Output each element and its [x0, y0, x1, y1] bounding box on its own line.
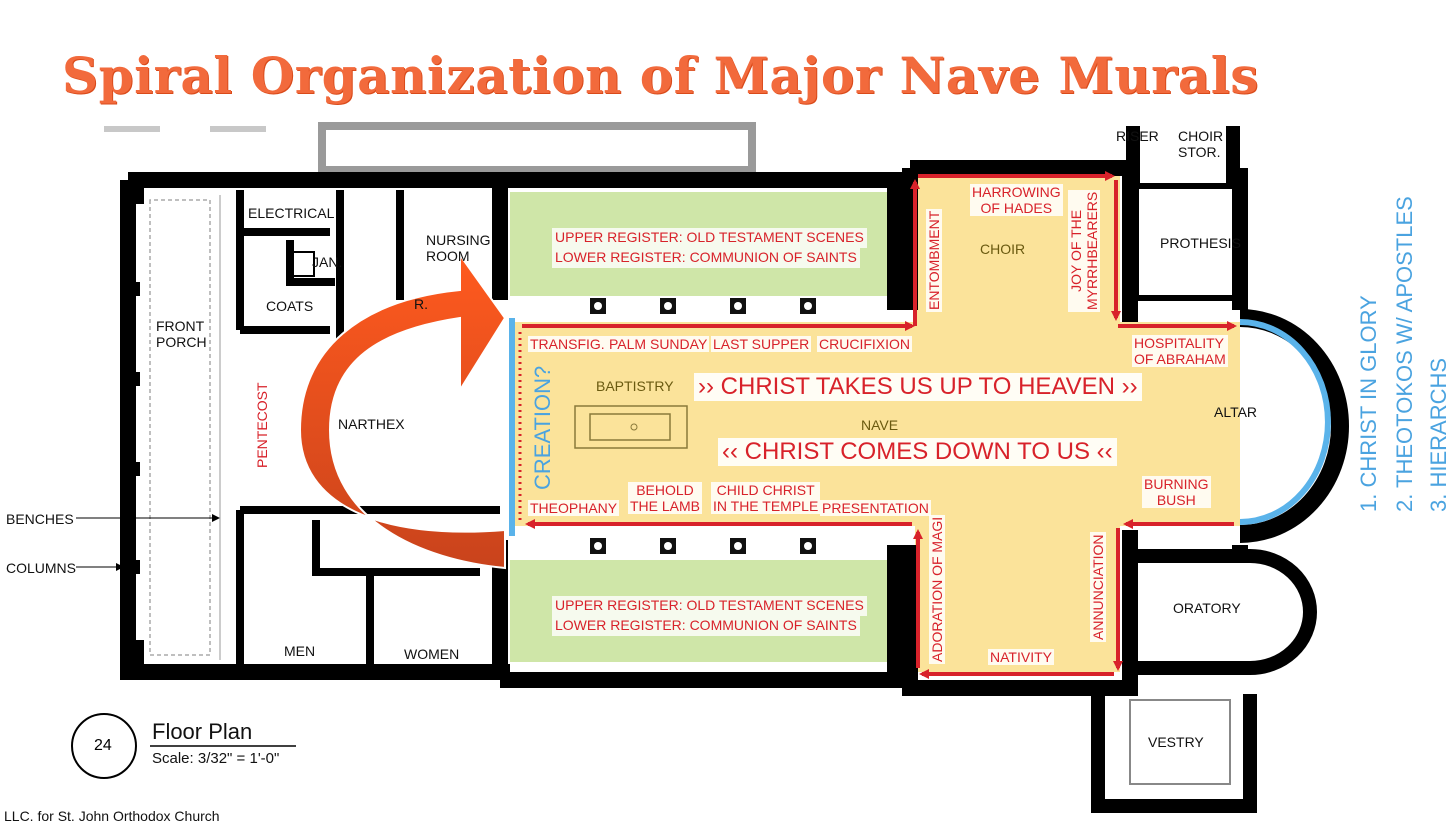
room-electrical: ELECTRICAL [248, 205, 335, 221]
apse-blue-arc [1239, 319, 1331, 525]
mural-theophany: THEOPHANY [528, 500, 620, 517]
mural-last-supper: LAST SUPPER [711, 336, 812, 353]
room-prothesis: PROTHESIS [1160, 235, 1241, 251]
room-riser: RISER [1116, 128, 1159, 144]
mural-pentecost: PENTECOST [254, 380, 271, 470]
room-narthex: NARTHEX [338, 416, 405, 432]
orange-curved-arrow [298, 251, 507, 570]
room-nursing: NURSING ROOM [426, 232, 491, 265]
room-vestry: VESTRY [1148, 734, 1204, 750]
room-janitor: JAN. [312, 254, 343, 270]
south-lower-register: LOWER REGISTER: COMMUNION OF SAINTS [552, 616, 860, 636]
mural-nativity: NATIVITY [988, 649, 1054, 666]
room-men: MEN [284, 643, 316, 659]
room-stub-label: R. [414, 296, 428, 312]
room-baptistry: BAPTISTRY [596, 378, 674, 394]
scale-label: Scale: 3/32" = 1'-0" [152, 750, 280, 767]
mural-joy-of-myrrhbearers: JOY OF THE MYRRHBEARERS [1068, 189, 1101, 312]
room-choir: CHOIR [980, 241, 1026, 257]
spiral-path [522, 171, 1237, 679]
north-lower-register: LOWER REGISTER: COMMUNION OF SAINTS [552, 248, 860, 268]
mural-transfiguration: TRANSFIG. [528, 336, 607, 353]
room-nave: NAVE [861, 417, 899, 433]
mural-crucifixion: CRUCIFIXION [817, 336, 912, 353]
mural-palm-sunday: PALM SUNDAY [607, 336, 710, 353]
canopy-line [104, 126, 160, 132]
floor-plan-title: Floor Plan [152, 719, 253, 744]
mural-adoration-of-magi: ADORATION OF MAGI [929, 514, 946, 664]
label-benches: BENCHES [6, 511, 74, 527]
mural-entombment: ENTOMBMENT [926, 208, 943, 312]
theme-up-to-heaven: ›› CHRIST TAKES US UP TO HEAVEN ›› [694, 373, 1142, 401]
scale-circle [71, 713, 137, 779]
label-columns: COLUMNS [6, 560, 77, 576]
north-upper-register: UPPER REGISTER: OLD TESTAMENT SCENES [552, 228, 867, 248]
theme-down-to-us: ‹‹ CHRIST COMES DOWN TO US ‹‹ [718, 438, 1117, 466]
mural-behold-the-lamb: BEHOLD THE LAMB [628, 482, 703, 515]
mural-child-christ-in-temple: CHILD CHRIST IN THE TEMPLE [711, 482, 821, 515]
apse-wall [1239, 309, 1349, 543]
creation-label: CREATION? [530, 365, 555, 490]
mural-harrowing-of-hades: HARROWING OF HADES [970, 184, 1063, 217]
apse-item-1: 1. CHRIST IN GLORY [1356, 295, 1381, 512]
exterior-porch-gray [318, 122, 756, 174]
room-altar: ALTAR [1214, 404, 1258, 420]
room-oratory: ORATORY [1173, 600, 1241, 616]
mural-presentation: PRESENTATION [820, 500, 931, 517]
room-coats: COATS [266, 298, 314, 314]
page-title: Spiral Organization of Major Nave Murals [62, 46, 1259, 105]
mural-burning-bush: BURNING BUSH [1142, 476, 1211, 509]
room-women: WOMEN [404, 646, 460, 662]
south-upper-register: UPPER REGISTER: OLD TESTAMENT SCENES [552, 596, 867, 616]
mural-hospitality-of-abraham: HOSPITALITY OF ABRAHAM [1132, 335, 1228, 368]
nave-fill [512, 176, 1240, 672]
apse-item-2: 2. THEOTOKOS W/ APOSTLES [1392, 196, 1417, 512]
apse-item-3: 3. HIERARCHS [1426, 357, 1451, 512]
drawing-number: 24 [94, 737, 112, 754]
room-front-porch: FRONT PORCH [156, 318, 207, 351]
mural-annunciation: ANNUNCIATION [1090, 532, 1107, 642]
canopy-line [210, 126, 266, 132]
room-choir-storage: CHOIR STOR. [1178, 128, 1224, 161]
credit-text: LLC. for St. John Orthodox Church [4, 808, 220, 824]
